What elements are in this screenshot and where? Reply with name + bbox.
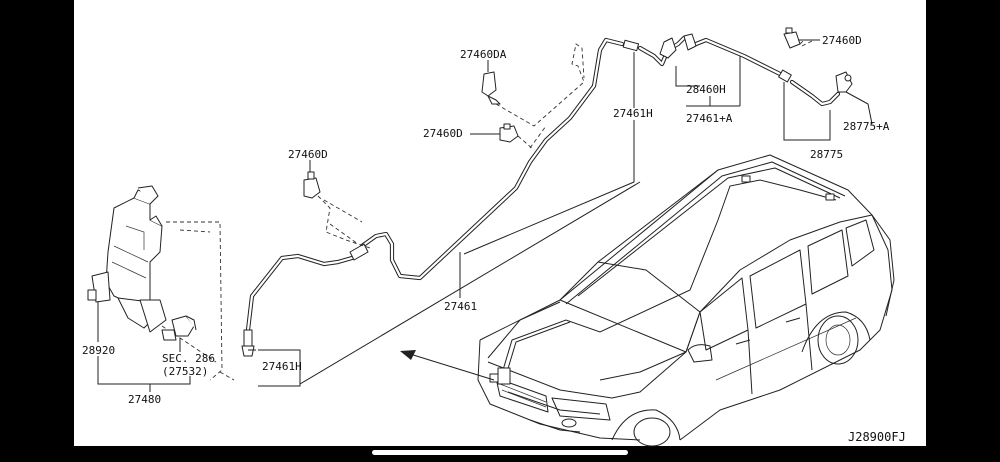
clip-27460d-top bbox=[783, 27, 801, 49]
label-28460h: 28460H bbox=[686, 83, 726, 96]
label-27461a: 27461+A bbox=[686, 112, 733, 125]
label-28775a: 28775+A bbox=[843, 120, 890, 133]
label-sec-27532: (27532) bbox=[162, 365, 208, 378]
direction-arrow bbox=[400, 350, 495, 381]
label-27460d-left: 27460D bbox=[288, 148, 328, 161]
label-28920: 28920 bbox=[82, 344, 115, 357]
part-labels: 27460DA 27460D 27460D 27460D 27461H 2846… bbox=[82, 34, 906, 444]
home-indicator[interactable] bbox=[372, 450, 628, 455]
label-27480: 27480 bbox=[128, 393, 161, 406]
label-27461: 27461 bbox=[444, 300, 477, 313]
label-sec-286: SEC. 286 bbox=[162, 352, 215, 365]
washer-hose bbox=[241, 33, 853, 357]
clip-27460d-mid bbox=[499, 123, 519, 143]
label-28775: 28775 bbox=[810, 148, 843, 161]
label-27461h-top: 27461H bbox=[613, 107, 653, 120]
vehicle-outline bbox=[477, 154, 895, 447]
label-27461h-bottom: 27461H bbox=[262, 360, 302, 373]
washer-tank bbox=[87, 185, 197, 341]
label-27460d-top: 27460D bbox=[822, 34, 862, 47]
label-27460d-mid: 27460D bbox=[423, 127, 463, 140]
leader-lines bbox=[97, 39, 873, 392]
clip-27460da bbox=[481, 71, 501, 105]
clip-27460d-left bbox=[303, 171, 321, 199]
diagram-code: J28900FJ bbox=[848, 430, 906, 444]
label-27460da: 27460DA bbox=[460, 48, 507, 61]
